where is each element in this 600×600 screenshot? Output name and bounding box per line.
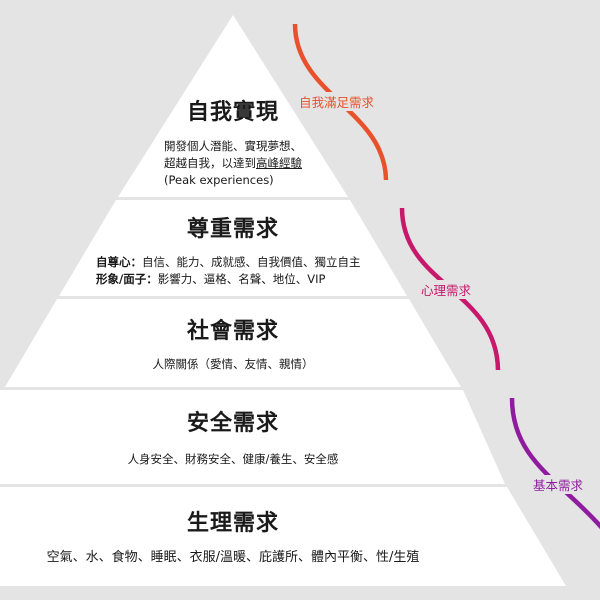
pyramid-level-1-shape [118, 15, 348, 197]
desc-line: (Peak experiences) [164, 173, 274, 187]
pyramid-level-2-shape [59, 200, 407, 296]
pyramid-level-4-shape [0, 390, 505, 484]
item-text: 自信、能力、成就感、自我價值、獨立自主 [142, 255, 361, 269]
level-desc-self-actualization: 開發個人潛能、實現夢想、 超越自我，以達到高峰經驗 (Peak experien… [164, 138, 302, 189]
level-title-physiological: 生理需求 [186, 511, 280, 536]
desc-line: 開發個人潛能、實現夢想、 [164, 139, 302, 153]
level-title-safety: 安全需求 [186, 411, 280, 436]
desc-text: 超越自我，以達到 [164, 156, 256, 170]
desc-line: 超越自我，以達到高峰經驗 [164, 155, 302, 172]
esteem-item: 形象/面子：影響力、逼格、名聲、地位、VIP [96, 271, 361, 288]
group-label-basic: 基本需求 [532, 475, 585, 494]
level-title-esteem: 尊重需求 [186, 217, 280, 242]
level-desc-safety: 人身安全、財務安全、健康/養生、安全感 [127, 452, 339, 466]
pyramid-level-5-shape [0, 487, 566, 586]
group-label-psychological: 心理需求 [420, 280, 473, 299]
level-desc-social: 人際關係（愛情、友情、親情） [152, 357, 314, 371]
item-text: 影響力、逼格、名聲、地位、VIP [157, 272, 326, 286]
esteem-item: 自尊心：自信、能力、成就感、自我價值、獨立自主 [96, 254, 361, 271]
group-arc-basic [509, 397, 600, 530]
item-label: 自尊心： [96, 255, 142, 269]
peak-experience-term: 高峰經驗 [256, 156, 302, 170]
group-label-self-fulfillment: 自我滿足需求 [298, 92, 376, 111]
level-desc-esteem: 自尊心：自信、能力、成就感、自我價值、獨立自主 形象/面子：影響力、逼格、名聲、… [96, 254, 361, 288]
item-label: 形象/面子： [96, 272, 158, 286]
level-desc-physiological: 空氣、水、食物、睡眠、衣服/溫暖、庇護所、體內平衡、性/生殖 [46, 550, 420, 565]
pyramid-level-3-shape [5, 299, 461, 387]
level-title-self-actualization: 自我實現 [186, 100, 280, 125]
level-title-social: 社會需求 [186, 319, 280, 344]
